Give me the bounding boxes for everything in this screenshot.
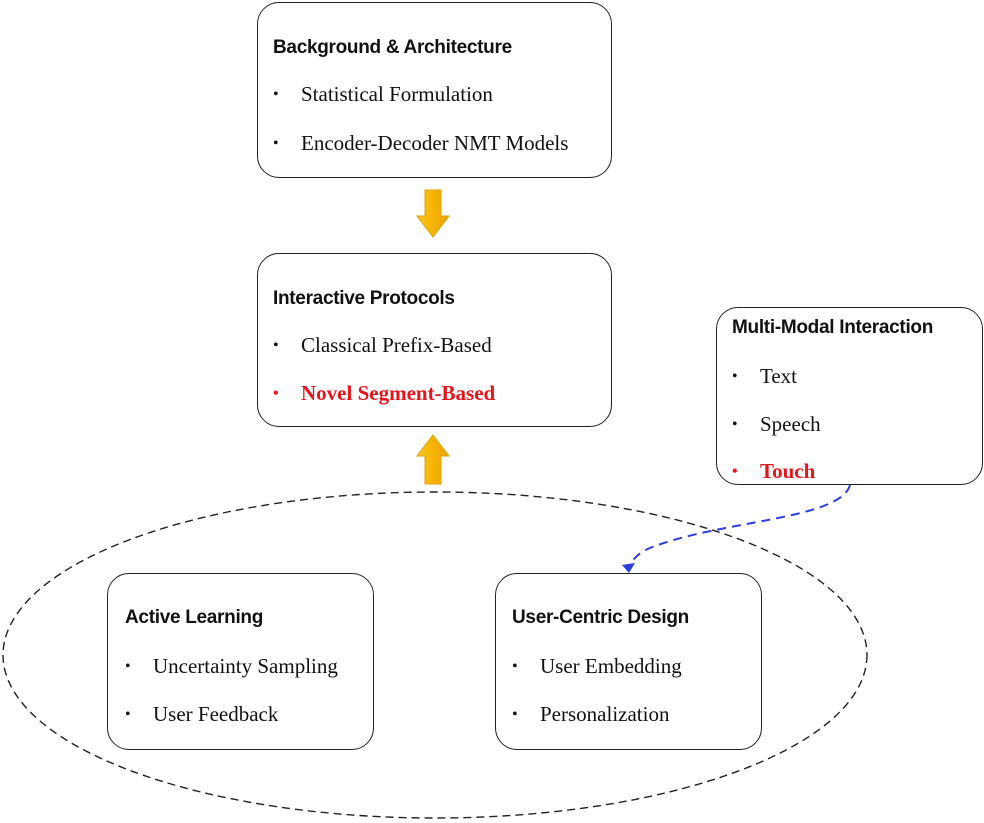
bullet-icon: • (732, 368, 738, 385)
list-item: • Encoder-Decoder NMT Models (273, 131, 568, 156)
bullet-icon: • (732, 416, 738, 433)
list-item: • Text (732, 364, 797, 389)
bullet-icon: • (125, 706, 131, 723)
list-item: • User Feedback (125, 702, 278, 727)
down-arrow (415, 189, 451, 238)
user-centric-design-box: User-Centric Design • User Embedding • Per… (495, 573, 762, 750)
item-text: User Feedback (153, 702, 279, 726)
box-title: User-Centric Design (512, 607, 689, 628)
item-text: Text (760, 364, 798, 388)
multimodal-to-usercentric-connector (628, 484, 851, 568)
up-arrow (415, 434, 451, 485)
bullet-icon: • (273, 135, 279, 152)
box-title: Background & Architecture (273, 37, 512, 58)
item-text: Touch (760, 459, 816, 483)
bullet-icon: • (273, 337, 279, 354)
box-title: Active Learning (125, 607, 264, 628)
item-text: Uncertainty Sampling (153, 654, 338, 678)
bullet-icon: • (512, 706, 518, 723)
grouping-ellipse (2, 491, 868, 819)
item-text: Novel Segment-Based (301, 381, 496, 405)
background-architecture-box: Background & Architecture • Statistical F… (257, 2, 612, 178)
bullet-icon: • (512, 658, 518, 675)
item-text: Classical Prefix-Based (301, 333, 492, 357)
item-text: Statistical Formulation (301, 82, 493, 106)
list-item: • Speech (732, 412, 821, 437)
list-item-highlighted: • Touch (732, 459, 815, 484)
list-item: • Uncertainty Sampling (125, 654, 338, 679)
bullet-icon: • (125, 658, 131, 675)
bullet-icon: • (732, 463, 738, 480)
bullet-icon: • (273, 385, 279, 402)
active-learning-box: Active Learning • Uncertainty Sampling • U… (107, 573, 374, 750)
multimodal-interaction-box: Multi-Modal Interaction • Text • Speech • T… (716, 307, 983, 485)
item-text: User Embedding (540, 654, 682, 678)
list-item: • Statistical Formulation (273, 82, 493, 107)
list-item-highlighted: • Novel Segment-Based (273, 381, 495, 406)
list-item: • Personalization (512, 702, 669, 727)
list-item: • User Embedding (512, 654, 682, 679)
list-item: • Classical Prefix-Based (273, 333, 492, 358)
item-text: Encoder-Decoder NMT Models (301, 131, 569, 155)
bullet-icon: • (273, 86, 279, 103)
connector-arrowhead (622, 563, 635, 573)
box-title: Multi-Modal Interaction (732, 317, 934, 338)
item-text: Personalization (540, 702, 670, 726)
item-text: Speech (760, 412, 821, 436)
box-title: Interactive Protocols (273, 288, 455, 309)
interactive-protocols-box: Interactive Protocols • Classical Prefix-… (257, 253, 612, 427)
